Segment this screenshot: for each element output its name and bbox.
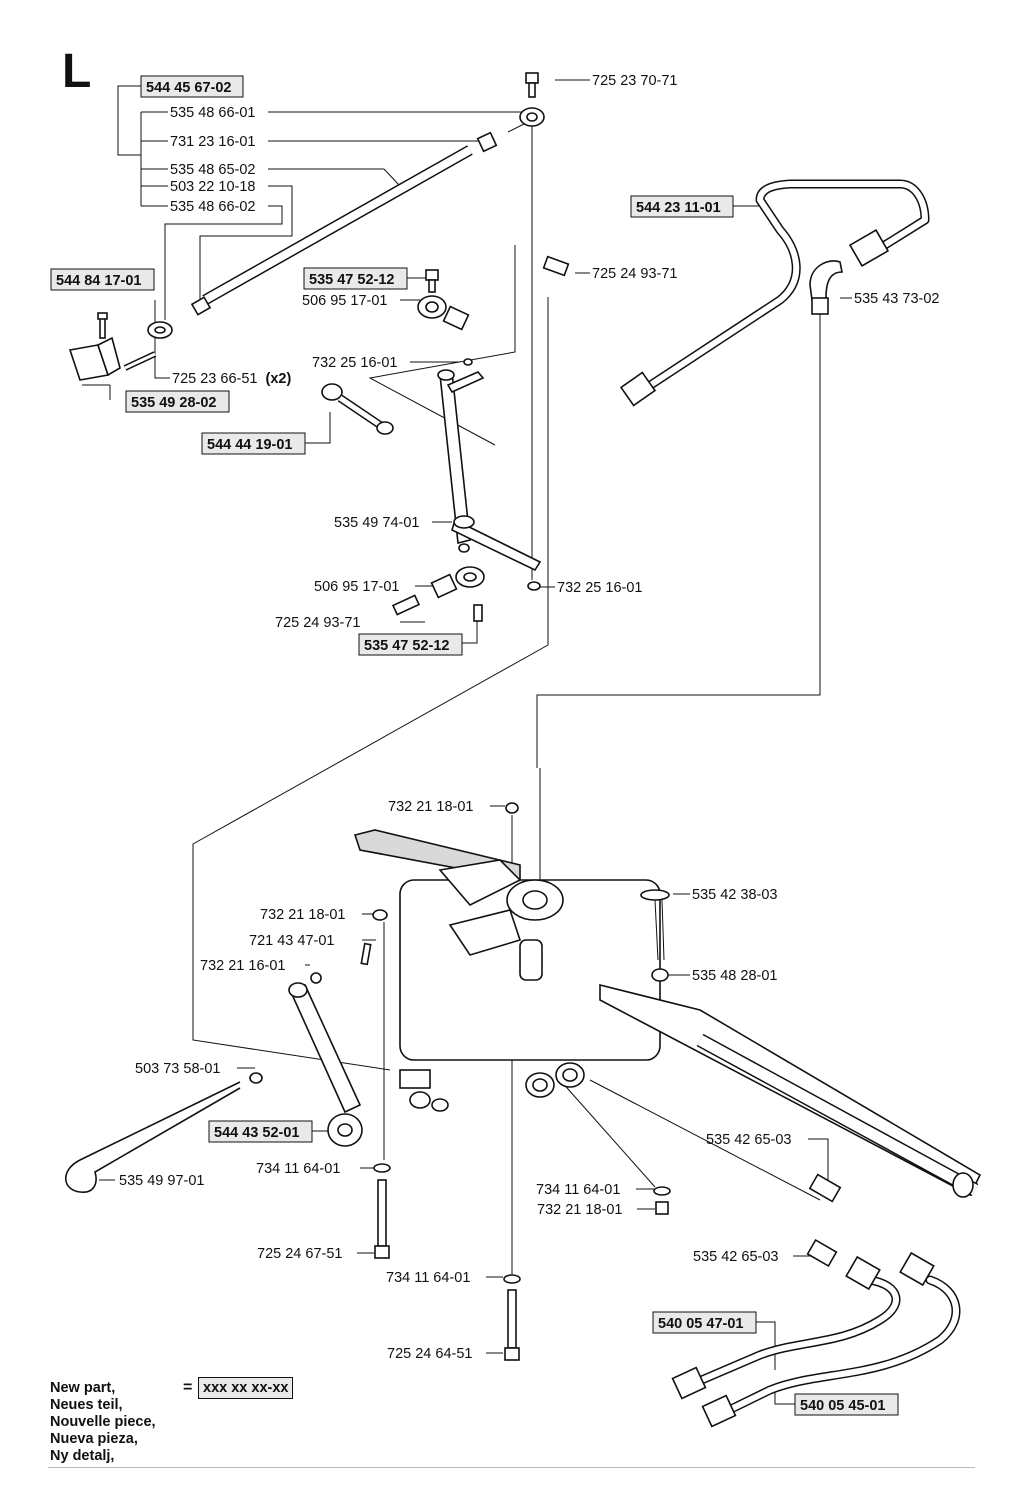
part-label-535-47-52-12-top[interactable]: 535 47 52-12 bbox=[303, 267, 408, 290]
part-label-544-43-52-01[interactable]: 544 43 52-01 bbox=[208, 1120, 313, 1143]
legend-equals: = bbox=[183, 1379, 193, 1396]
part-label-732-21-16-01[interactable]: 732 21 16-01 bbox=[200, 958, 285, 974]
legend-line: Neues teil, bbox=[50, 1397, 123, 1413]
legend-line: Nouvelle piece, bbox=[50, 1414, 156, 1430]
part-label-535-42-38-03[interactable]: 535 42 38-03 bbox=[692, 887, 777, 903]
part-number: 544 84 17-01 bbox=[56, 273, 141, 289]
part-label-535-49-97-01[interactable]: 535 49 97-01 bbox=[119, 1173, 204, 1189]
part-label-540-05-47-01[interactable]: 540 05 47-01 bbox=[652, 1311, 757, 1334]
part-label-731-23-16-01[interactable]: 731 23 16-01 bbox=[170, 134, 255, 150]
part-label-506-95-17-01-top[interactable]: 506 95 17-01 bbox=[302, 293, 387, 309]
part-label-535-42-65-03-a[interactable]: 535 42 65-03 bbox=[706, 1132, 791, 1148]
part-label-535-48-65-02[interactable]: 535 48 65-02 bbox=[170, 162, 255, 178]
part-label-544-23-11-01[interactable]: 544 23 11-01 bbox=[630, 195, 734, 218]
part-label-535-49-74-01[interactable]: 535 49 74-01 bbox=[334, 515, 419, 531]
part-label-503-22-10-18[interactable]: 503 22 10-18 bbox=[170, 179, 255, 195]
part-label-535-47-52-12-bottom[interactable]: 535 47 52-12 bbox=[358, 633, 463, 656]
legend-line: Ny detalj, bbox=[50, 1448, 115, 1464]
part-label-725-24-67-51[interactable]: 725 24 67-51 bbox=[257, 1246, 342, 1262]
part-label-503-73-58-01[interactable]: 503 73 58-01 bbox=[135, 1061, 220, 1077]
quantity: (x2) bbox=[266, 371, 292, 387]
part-number: 540 05 45-01 bbox=[800, 1398, 885, 1414]
legend-line: New part, bbox=[50, 1380, 116, 1396]
part-label-725-23-70-71[interactable]: 725 23 70-71 bbox=[592, 73, 677, 89]
section-letter: L bbox=[62, 45, 92, 98]
part-label-544-44-19-01[interactable]: 544 44 19-01 bbox=[201, 432, 306, 455]
part-number: 544 45 67-02 bbox=[146, 80, 231, 96]
part-label-725-24-93-71-top[interactable]: 725 24 93-71 bbox=[592, 266, 677, 282]
part-label-544-45-67-02[interactable]: 544 45 67-02 bbox=[140, 75, 244, 98]
part-label-535-42-65-03-b[interactable]: 535 42 65-03 bbox=[693, 1249, 778, 1265]
part-number: 535 49 28-02 bbox=[131, 395, 216, 411]
part-label-732-21-18-01-a[interactable]: 732 21 18-01 bbox=[388, 799, 473, 815]
part-label-725-24-64-51[interactable]: 725 24 64-51 bbox=[387, 1346, 472, 1362]
part-label-535-49-28-02[interactable]: 535 49 28-02 bbox=[125, 390, 230, 413]
part-number: 535 47 52-12 bbox=[364, 638, 449, 654]
part-label-732-25-16-01-top[interactable]: 732 25 16-01 bbox=[312, 355, 397, 371]
part-label-732-21-18-01-b[interactable]: 732 21 18-01 bbox=[260, 907, 345, 923]
footer-divider bbox=[48, 1467, 975, 1468]
legend-line: Nueva pieza, bbox=[50, 1431, 138, 1447]
leader-lines bbox=[82, 79, 852, 1405]
legend-text: New part, Neues teil, Nouvelle piece, Nu… bbox=[50, 1380, 156, 1465]
part-label-540-05-45-01[interactable]: 540 05 45-01 bbox=[794, 1393, 899, 1416]
part-label-732-25-16-01-bottom[interactable]: 732 25 16-01 bbox=[557, 580, 642, 596]
part-label-535-48-66-01[interactable]: 535 48 66-01 bbox=[170, 105, 255, 121]
part-label-734-11-64-01-b[interactable]: 734 11 64-01 bbox=[536, 1182, 620, 1198]
parts-illustrations bbox=[64, 72, 982, 1428]
part-label-535-48-66-02[interactable]: 535 48 66-02 bbox=[170, 199, 255, 215]
part-label-544-84-17-01[interactable]: 544 84 17-01 bbox=[50, 268, 155, 291]
part-label-725-24-93-71-bottom[interactable]: 725 24 93-71 bbox=[275, 615, 360, 631]
part-number: 544 43 52-01 bbox=[214, 1125, 299, 1141]
part-label-734-11-64-01-a[interactable]: 734 11 64-01 bbox=[256, 1161, 340, 1177]
legend-new-part-sample: xxx xx xx-xx bbox=[198, 1377, 294, 1399]
part-number: 544 44 19-01 bbox=[207, 437, 292, 453]
part-label-535-48-28-01[interactable]: 535 48 28-01 bbox=[692, 968, 777, 984]
part-number: 725 23 66-51 bbox=[172, 371, 257, 387]
part-label-734-11-64-01-c[interactable]: 734 11 64-01 bbox=[386, 1270, 470, 1286]
part-number: 535 47 52-12 bbox=[309, 272, 394, 288]
part-label-732-21-18-01-c[interactable]: 732 21 18-01 bbox=[537, 1202, 622, 1218]
part-label-506-95-17-01-bottom[interactable]: 506 95 17-01 bbox=[314, 579, 399, 595]
part-label-725-23-66-51[interactable]: 725 23 66-51 (x2) bbox=[172, 371, 291, 387]
part-number: 544 23 11-01 bbox=[636, 200, 721, 216]
part-label-721-43-47-01[interactable]: 721 43 47-01 bbox=[249, 933, 334, 949]
part-number: 540 05 47-01 bbox=[658, 1316, 743, 1332]
part-label-535-43-73-02[interactable]: 535 43 73-02 bbox=[854, 291, 939, 307]
part-labels: 544 45 67-02 535 48 66-01 731 23 16-01 5… bbox=[50, 73, 939, 1416]
